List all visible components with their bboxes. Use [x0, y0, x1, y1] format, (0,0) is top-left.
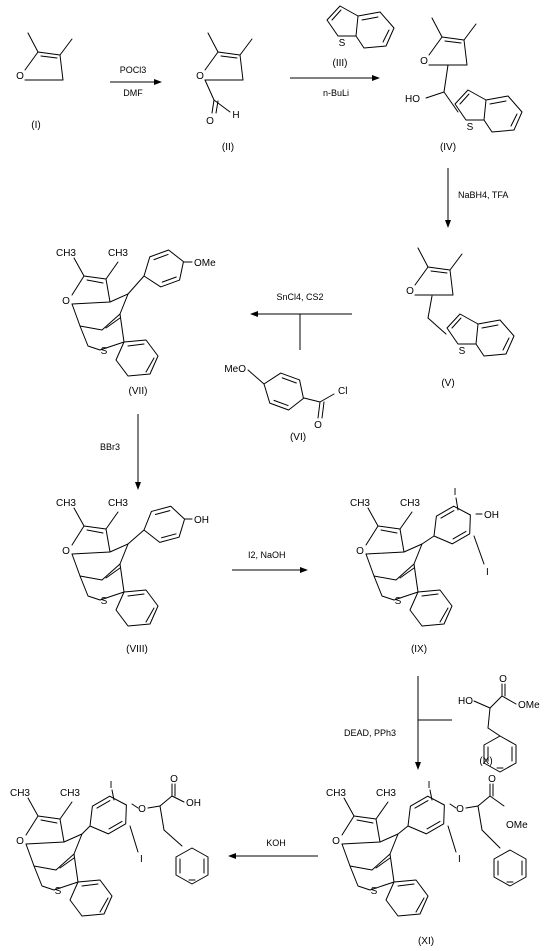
compound-iii: S — [326, 5, 395, 49]
atom-ch3: CH3 — [400, 498, 420, 509]
reagent-step-3: NaBH4, TFA — [458, 190, 508, 200]
label-compound-vii: (VII) — [129, 386, 148, 397]
atom-ome: OMe — [506, 820, 528, 831]
atom-ch3: CH3 — [376, 788, 396, 799]
arrow-step-4 — [250, 311, 352, 350]
atom-o: O — [206, 116, 214, 127]
compound-vi: MeO Cl O — [224, 364, 347, 431]
atom-ch3: CH3 — [56, 248, 76, 259]
atom-s: S — [55, 886, 62, 897]
atom-o: O — [196, 71, 204, 82]
atom-o: O — [62, 546, 70, 557]
atom-i: I — [428, 780, 431, 791]
atom-s: S — [395, 596, 402, 607]
label-compound-xi: (XI) — [418, 936, 434, 947]
reagent-step-4: SnCl4, CS2 — [276, 292, 323, 302]
compound-viii: O S CH3 CH3 OH — [56, 498, 209, 627]
label-compound-viii: (VIII) — [126, 644, 148, 655]
arrow-step-6 — [232, 567, 308, 573]
atom-o: O — [16, 836, 24, 847]
atom-ho: HO — [458, 696, 473, 707]
reagent-step-6: I2, NaOH — [248, 550, 286, 560]
atom-i: I — [458, 854, 461, 865]
atom-s: S — [459, 346, 466, 357]
atom-h: H — [232, 110, 239, 121]
atom-ome: OMe — [518, 700, 540, 711]
reagent-step-2: n-BuLi — [323, 88, 349, 98]
atom-s: S — [101, 596, 108, 607]
reagent-step-1-top: POCl3 — [120, 65, 147, 75]
compound-iv: O HO S — [405, 17, 523, 133]
compound-v: O S — [406, 247, 515, 357]
atom-o: O — [138, 804, 146, 815]
atom-i: I — [486, 567, 489, 578]
atom-s: S — [371, 886, 378, 897]
atom-cl: Cl — [338, 386, 347, 397]
atom-oh: OH — [484, 510, 499, 521]
label-compound-ix: (IX) — [411, 644, 427, 655]
atom-o: O — [170, 774, 178, 785]
atom-ho: HO — [405, 94, 420, 105]
label-compound-v: (V) — [441, 378, 454, 389]
compound-ix: O S CH3 CH3 I I OH — [350, 487, 499, 627]
atom-ome: OMe — [194, 258, 216, 269]
atom-i: I — [140, 854, 143, 865]
label-compound-iii: (III) — [333, 58, 348, 69]
atom-ch3: CH3 — [60, 788, 80, 799]
arrow-step-2 — [290, 75, 380, 81]
atom-o: O — [406, 286, 414, 297]
atom-i: I — [110, 780, 113, 791]
compound-vii: O S CH3 CH3 OMe — [56, 246, 216, 377]
label-compound-vi: (VI) — [290, 432, 306, 443]
atom-ch3: CH3 — [326, 788, 346, 799]
atom-o: O — [499, 674, 507, 685]
atom-o: O — [456, 804, 464, 815]
reagent-step-5: BBr3 — [100, 442, 120, 452]
atom-o: O — [314, 420, 322, 431]
atom-o: O — [16, 71, 24, 82]
atom-ch3: CH3 — [108, 248, 128, 259]
compound-xi: O S CH3 CH3 I I O O OMe — [326, 774, 528, 917]
atom-o: O — [488, 774, 496, 785]
atom-o: O — [356, 546, 364, 557]
label-compound-ii: (II) — [222, 142, 234, 153]
compound-x: HO O OMe — [458, 674, 540, 773]
label-compound-x: (X) — [479, 756, 492, 767]
arrow-step-3 — [445, 168, 451, 228]
compound-ii: O O H — [196, 32, 253, 127]
arrow-step-7 — [415, 676, 452, 770]
reagent-step-1-bottom: DMF — [123, 88, 143, 98]
atom-i: I — [454, 487, 457, 498]
arrow-step-1 — [110, 79, 162, 85]
compound-i: O — [16, 32, 73, 82]
atom-s: S — [339, 38, 346, 49]
compound-final: O S CH3 CH3 I I O O OH — [10, 774, 209, 917]
atom-o: O — [332, 836, 340, 847]
label-compound-i: (I) — [31, 120, 40, 131]
arrow-step-8 — [228, 853, 318, 859]
reagent-step-8: KOH — [266, 838, 286, 848]
reagent-step-7: DEAD, PPh3 — [344, 728, 396, 738]
atom-meo: MeO — [224, 364, 246, 375]
atom-ch3: CH3 — [56, 498, 76, 509]
label-compound-iv: (IV) — [440, 142, 456, 153]
atom-s: S — [101, 346, 108, 357]
atom-ch3: CH3 — [10, 788, 30, 799]
atom-s: S — [467, 122, 474, 133]
atom-ch3: CH3 — [350, 498, 370, 509]
atom-o: O — [62, 296, 70, 307]
atom-oh: OH — [194, 515, 209, 526]
atom-ch3: CH3 — [108, 498, 128, 509]
arrow-step-5 — [135, 414, 141, 490]
atom-o: O — [420, 56, 428, 67]
atom-oh: OH — [186, 798, 201, 809]
